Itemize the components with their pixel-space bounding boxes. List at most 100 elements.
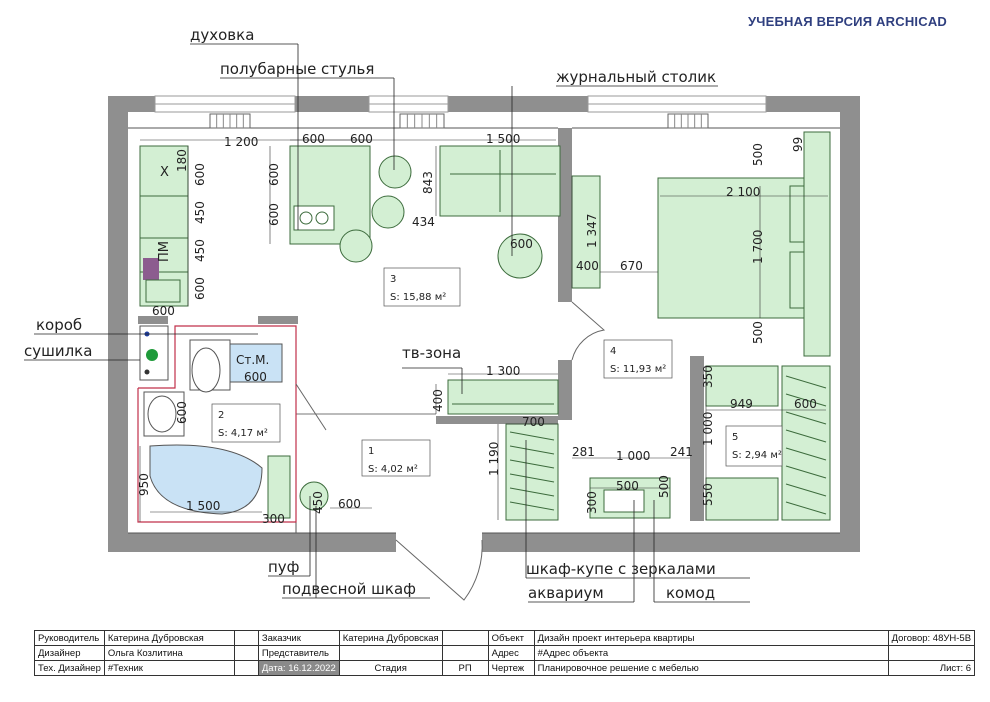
dimension-label: 600	[267, 203, 281, 226]
room-area: S: 2,94 м²	[732, 450, 782, 461]
wall-segment	[258, 316, 298, 324]
toilet-bowl	[191, 347, 221, 393]
title-block-cell: Руководитель	[34, 630, 105, 646]
dimension-label: 1 347	[585, 214, 599, 248]
wardrobe-5a	[705, 365, 779, 407]
dimension-label: 350	[701, 365, 715, 388]
wall-segment	[558, 360, 572, 420]
callout-shkaf: шкаф-купе с зеркалами	[526, 560, 716, 578]
dimension-label: 600	[510, 237, 533, 251]
callout-sushilka: сушилка	[24, 342, 92, 360]
room-area: S: 4,17 м²	[218, 428, 268, 439]
dimension-label: 400	[576, 259, 599, 273]
title-block-cell: Дизайнер	[34, 645, 105, 661]
dimension-label: 450	[311, 491, 325, 514]
bathroom-outline	[137, 325, 297, 523]
dimension-label: 600	[267, 163, 281, 186]
wardrobe-hatch	[785, 501, 827, 515]
bar-stool	[371, 195, 405, 229]
dimension-label: 670	[620, 259, 643, 273]
title-block-cell: Дата: 16.12.2022	[257, 660, 340, 676]
dimension-lines	[24, 43, 828, 603]
title-block-cell: Лист: 6	[887, 660, 976, 676]
room-label-box	[211, 403, 281, 443]
bath-cabinet	[267, 455, 291, 519]
title-block-cell: Дизайн проект интерьера квартиры	[533, 630, 889, 646]
room-label-box	[603, 339, 673, 379]
dimension-label: 300	[585, 491, 599, 514]
bathtub	[149, 444, 263, 515]
wall-segment	[436, 416, 558, 424]
dimension-label: 99	[791, 137, 805, 152]
dimension-label: 500	[657, 475, 671, 498]
sink	[145, 279, 181, 303]
title-block-cell: Заказчик	[257, 630, 340, 646]
entrance-door	[395, 539, 483, 601]
title-block-cell	[233, 660, 259, 676]
washbasin-bowl	[147, 395, 177, 433]
wall-segment	[840, 96, 860, 552]
wardrobe-hatch	[785, 483, 827, 497]
title-block-cell: Договор: 48УН-5В	[887, 630, 976, 646]
callout-stulya: полубарные стулья	[220, 60, 374, 78]
room-number: 3	[390, 274, 396, 285]
dimension-label: 843	[421, 171, 435, 194]
nightstand-column	[803, 131, 831, 357]
coffee-table	[497, 233, 543, 279]
door-swing	[571, 301, 606, 361]
wardrobe-hatch	[509, 473, 555, 483]
callout-duhovka: духовка	[190, 26, 254, 44]
dimension-label: 241	[670, 445, 693, 459]
wardrobe-hatch	[785, 411, 827, 425]
wardrobe-hatch	[509, 459, 555, 469]
dimension-label: 600	[302, 132, 325, 146]
walls	[108, 96, 860, 552]
dimension-label: 600	[193, 277, 207, 300]
title-block-cell: #Техник	[103, 660, 235, 676]
wall-segment	[690, 356, 704, 521]
dimension-label: 600	[193, 163, 207, 186]
title-block-cell: Ольга Козлитина	[103, 645, 235, 661]
room-area: S: 15,88 м²	[390, 292, 446, 303]
dimension-label: 600	[175, 401, 189, 424]
dimension-label: 600	[152, 304, 175, 318]
burner	[315, 211, 329, 225]
callout-stolik: журнальный столик	[556, 68, 716, 86]
title-block-cell	[441, 645, 489, 661]
dimension-label: 1 300	[486, 364, 520, 378]
dimension-label: 1 000	[701, 412, 715, 446]
wardrobe-5b	[781, 365, 831, 521]
room-number: 1	[368, 446, 374, 457]
dishwasher-box	[143, 258, 159, 280]
oven	[293, 205, 335, 231]
callout-tvzona: тв-зона	[402, 344, 461, 362]
dimension-label: 450	[193, 239, 207, 262]
label-pm: ПМ	[157, 241, 172, 262]
title-block-cell	[233, 630, 259, 646]
title-block-cell: Катерина Дубровская	[103, 630, 235, 646]
dimension-label: 500	[751, 321, 765, 344]
door-leaf	[295, 383, 327, 431]
bar-stool	[339, 229, 373, 263]
dimension-label: 281	[572, 445, 595, 459]
burner	[299, 211, 313, 225]
furniture	[139, 131, 831, 601]
room-number: 5	[732, 432, 738, 443]
callout-korob: короб	[36, 316, 82, 334]
dimension-label: 180	[175, 149, 189, 172]
dimension-label: 600	[794, 397, 817, 411]
washing-machine	[229, 343, 283, 383]
plan-texts: духовка полубарные стулья журнальный столи…	[24, 26, 817, 602]
dimension-label: 949	[730, 397, 753, 411]
dimension-label: 500	[616, 479, 639, 493]
wardrobe-5c	[705, 477, 779, 521]
dimension-label: 600	[244, 370, 267, 384]
wardrobe-hatch	[509, 501, 555, 511]
dryer	[146, 349, 158, 361]
title-block-cell	[233, 645, 259, 661]
pouf	[299, 481, 329, 511]
title-block-cell: Представитель	[257, 645, 340, 661]
